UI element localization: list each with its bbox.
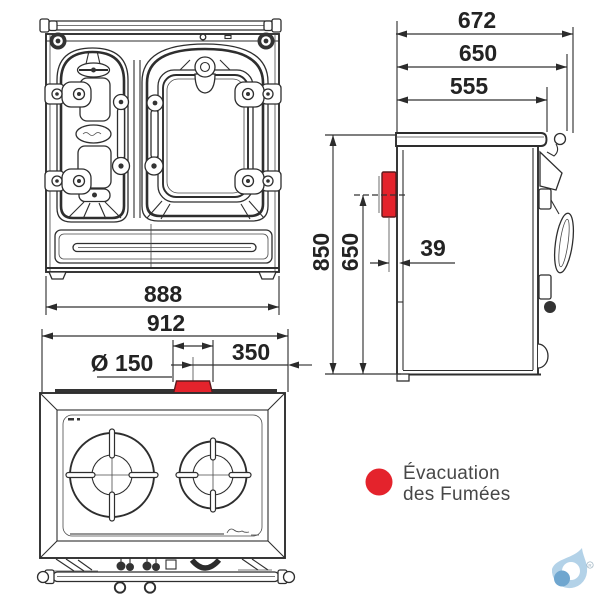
hinge-bottom-left	[44, 168, 92, 195]
top-view: 912 Ø 150 350	[36, 310, 312, 594]
dim-height-overall-label: 850	[308, 233, 334, 271]
air-vent-control	[76, 62, 111, 78]
lid-lifter-hole	[199, 33, 207, 41]
control-knob	[116, 561, 126, 571]
side-view: 672 650 555 850	[308, 7, 575, 382]
brand-script-mark	[82, 132, 102, 136]
rail-bracket-icons	[49, 32, 275, 50]
side-front-hardware	[537, 132, 575, 369]
dim-depth-top-label: 555	[450, 73, 489, 99]
burner-plate-right	[175, 437, 252, 513]
dimension-top-width: 912	[41, 310, 289, 392]
burner-plate-left	[65, 428, 159, 522]
side-hinge-lower	[538, 274, 552, 300]
dimension-flue-to-back: 39	[370, 235, 455, 267]
front-view: 888	[39, 18, 282, 315]
side-bottom-bump	[537, 343, 549, 369]
dimension-height-overall: 850	[308, 134, 401, 375]
brand-script-mark-top	[226, 528, 250, 534]
cooktop-panel	[62, 414, 263, 537]
dim-flue-to-back-label: 39	[420, 235, 446, 261]
flue-outlet-top	[172, 380, 214, 395]
legend-line1: Évacuation	[403, 463, 500, 484]
center-latch-top	[189, 558, 222, 571]
hinge-top-left	[44, 81, 92, 108]
thermometer-knob	[194, 56, 216, 94]
side-knob	[544, 301, 556, 313]
smoke-outlet-dot-icon	[365, 468, 393, 496]
legend: Évacuation des Fumées	[365, 463, 511, 505]
control-knob	[142, 561, 152, 571]
latch-rod-left	[111, 93, 131, 176]
dimension-flue-diameter: Ø 150	[91, 340, 214, 382]
hob-back-edge	[55, 389, 277, 395]
dimension-depth-top: 555	[397, 73, 548, 132]
side-door-handle	[553, 212, 575, 274]
rail-ring-side	[553, 132, 567, 146]
dimension-flue-height: 650	[337, 194, 407, 374]
right-door-fan-lines	[146, 200, 265, 220]
dim-depth-overall-label: 672	[458, 7, 496, 33]
dim-top-width-label: 912	[147, 310, 185, 336]
brand-plate	[75, 124, 112, 144]
front-foot-left	[48, 271, 67, 280]
dim-flue-diameter-label: Ø 150	[91, 350, 154, 376]
water-drop-logo-icon: R	[551, 548, 594, 589]
hanging-loop-right	[143, 581, 157, 594]
dim-depth-mid-label: 650	[459, 40, 497, 66]
side-foot-back	[396, 373, 410, 382]
towel-rail	[39, 18, 282, 33]
dimension-flue-offset: 350	[171, 339, 312, 369]
latch-rod-right	[144, 94, 164, 176]
dimension-depth-mid: 650	[397, 40, 568, 131]
side-top-plate	[395, 132, 548, 147]
side-hinge-upper	[538, 188, 552, 210]
hanging-loop-left	[113, 581, 127, 594]
dim-front-width-label: 888	[144, 281, 183, 307]
registered-mark: R	[588, 563, 592, 568]
front-foot-right	[258, 271, 277, 280]
left-door-fan-lines	[67, 201, 122, 220]
dimension-front-width: 888	[45, 276, 280, 315]
dimension-depth-overall: 672	[396, 7, 574, 133]
legend-line2: des Fumées	[403, 484, 511, 505]
dim-flue-offset-label: 350	[232, 339, 270, 365]
front-rail-assembly	[36, 558, 296, 594]
ash-drawer	[54, 229, 273, 264]
hinge-top-right	[234, 81, 282, 108]
hinge-bottom-right	[234, 168, 282, 195]
dim-flue-height-label: 650	[337, 233, 363, 271]
